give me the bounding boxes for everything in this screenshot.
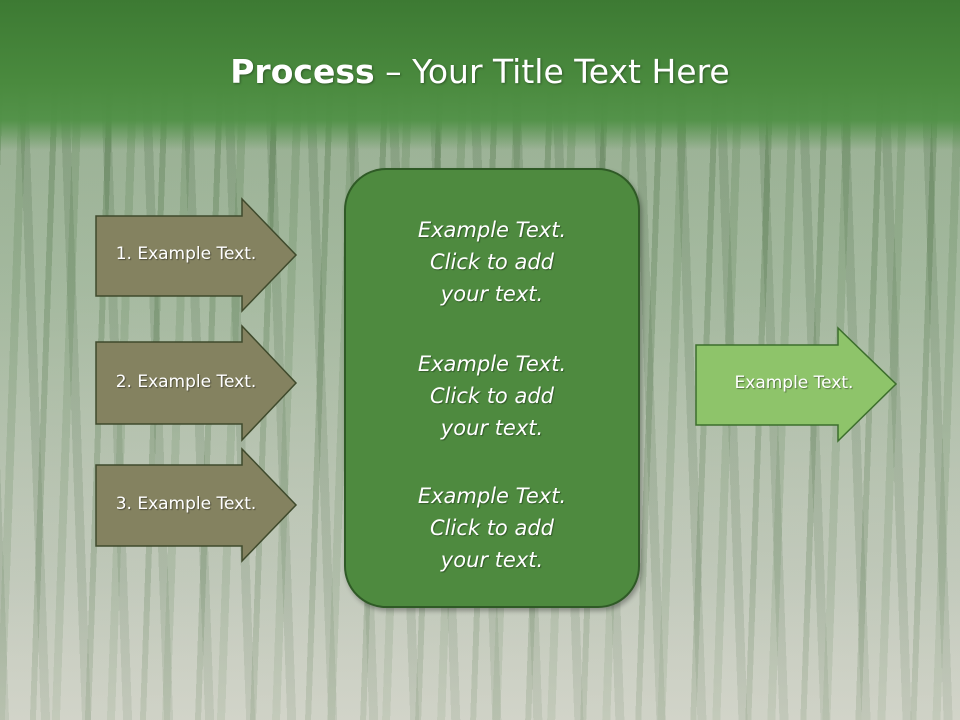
center-block-2[interactable]: Example Text. Click to add your text. bbox=[346, 348, 638, 444]
center-block-1[interactable]: Example Text. Click to add your text. bbox=[346, 214, 638, 310]
left-arrow-3-shape[interactable] bbox=[95, 447, 298, 563]
center-block-2-line2: Click to add bbox=[429, 384, 554, 408]
left-arrow-3-label[interactable]: 3. Example Text. bbox=[115, 494, 257, 514]
right-arrow-shape[interactable] bbox=[695, 326, 898, 443]
title-bold: Process bbox=[230, 52, 375, 91]
center-block-3-line2: Click to add bbox=[429, 516, 554, 540]
center-block-1-line3: your text. bbox=[440, 282, 544, 306]
left-arrow-2-label[interactable]: 2. Example Text. bbox=[115, 372, 257, 392]
right-arrow-label[interactable]: Example Text. bbox=[734, 373, 854, 393]
center-block-1-line2: Click to add bbox=[429, 250, 554, 274]
center-block-3-line3: your text. bbox=[440, 548, 544, 572]
left-arrow-1-label[interactable]: 1. Example Text. bbox=[115, 244, 257, 264]
title-rest: – Your Title Text Here bbox=[374, 52, 730, 91]
title-bar bbox=[0, 0, 960, 150]
center-block-3[interactable]: Example Text. Click to add your text. bbox=[346, 480, 638, 576]
left-arrow-2-shape[interactable] bbox=[95, 324, 298, 442]
left-arrow-1-shape[interactable] bbox=[95, 197, 298, 313]
center-block-2-line3: your text. bbox=[440, 416, 544, 440]
center-block-3-line1: Example Text. bbox=[417, 484, 567, 508]
center-text-box[interactable]: Example Text. Click to add your text. Ex… bbox=[344, 168, 640, 608]
center-block-1-line1: Example Text. bbox=[417, 218, 567, 242]
center-block-2-line1: Example Text. bbox=[417, 352, 567, 376]
slide-title[interactable]: Process – Your Title Text Here bbox=[0, 52, 960, 91]
